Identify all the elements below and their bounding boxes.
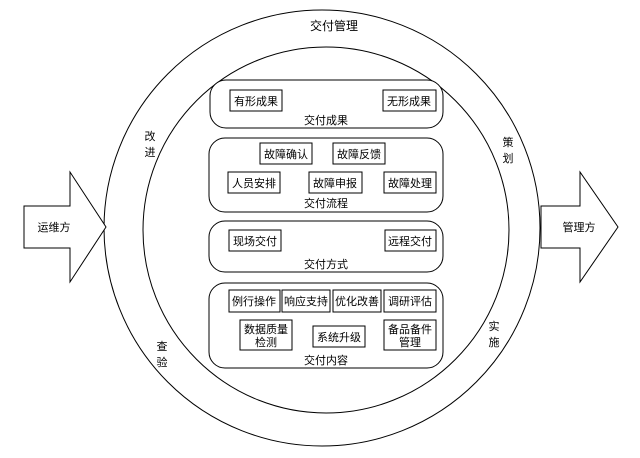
content-item-optimize-box: [332, 289, 382, 313]
content-item-spares-box: [383, 319, 437, 351]
content-item-research: 调研评估: [388, 295, 432, 308]
content-item-optimize: 优化改善: [335, 294, 379, 308]
content-item-data-quality-line2: 检测: [255, 335, 277, 349]
process-item-report-box: [308, 171, 363, 194]
results-item-intangible: 无形成果: [387, 95, 431, 108]
process-item-report: 故障申报: [313, 176, 357, 190]
results-item-tangible: 有形成果: [234, 94, 278, 108]
process-item-feedback: 故障反馈: [337, 147, 381, 161]
left-arrow: [23, 170, 107, 284]
right-arrow-label: 管理方: [563, 220, 596, 234]
content-item-spares-line1: 备品备件: [388, 322, 432, 336]
process-item-handle: 故障处理: [388, 176, 432, 190]
content-item-spares-line2: 管理: [399, 335, 421, 349]
results-group-label: 交付成果: [304, 113, 348, 127]
inner-circle: [142, 46, 510, 414]
cycle-label-implement-1: 实: [489, 319, 500, 333]
method-item-remote-box: [384, 229, 437, 252]
cycle-label-check-2: 验: [157, 355, 168, 369]
cycle-label-plan-2: 划: [503, 152, 514, 165]
content-item-support-box: [281, 289, 331, 313]
process-group-label: 交付流程: [304, 196, 348, 210]
cycle-label-improve-1: 改: [145, 129, 156, 143]
process-item-confirm-box: [259, 142, 313, 165]
method-item-remote: 远程交付: [388, 234, 432, 248]
process-item-handle-box: [383, 171, 437, 194]
process-item-confirm: 故障确认: [264, 147, 308, 161]
content-item-upgrade: 系统升级: [317, 331, 361, 344]
process-item-staffing: 人员安排: [232, 176, 276, 190]
content-item-data-quality-box: [239, 319, 293, 351]
content-item-routine-box: [228, 289, 281, 313]
method-item-onsite: 现场交付: [233, 234, 277, 248]
left-arrow-label: 运维方: [38, 220, 71, 234]
right-arrow: [540, 170, 619, 284]
content-item-support: 响应支持: [284, 294, 328, 308]
results-item-tangible-box: [229, 89, 283, 112]
content-item-data-quality-line1: 数据质量: [244, 322, 288, 336]
process-item-staffing-box: [227, 171, 281, 194]
process-item-feedback-box: [332, 142, 386, 165]
content-item-upgrade-box: [312, 325, 366, 348]
content-item-routine: 例行操作: [232, 294, 276, 308]
diagram-title: 交付管理: [310, 18, 358, 33]
cycle-label-implement-2: 施: [489, 336, 500, 349]
method-group-label: 交付方式: [304, 257, 348, 271]
cycle-label-improve-2: 进: [145, 146, 156, 159]
method-item-onsite-box: [228, 229, 282, 252]
content-group-label: 交付内容: [304, 353, 348, 367]
content-item-research-box: [383, 289, 437, 313]
cycle-label-check-1: 查: [157, 339, 168, 353]
results-item-intangible-box: [382, 89, 437, 112]
cycle-label-plan-1: 策: [503, 135, 514, 149]
